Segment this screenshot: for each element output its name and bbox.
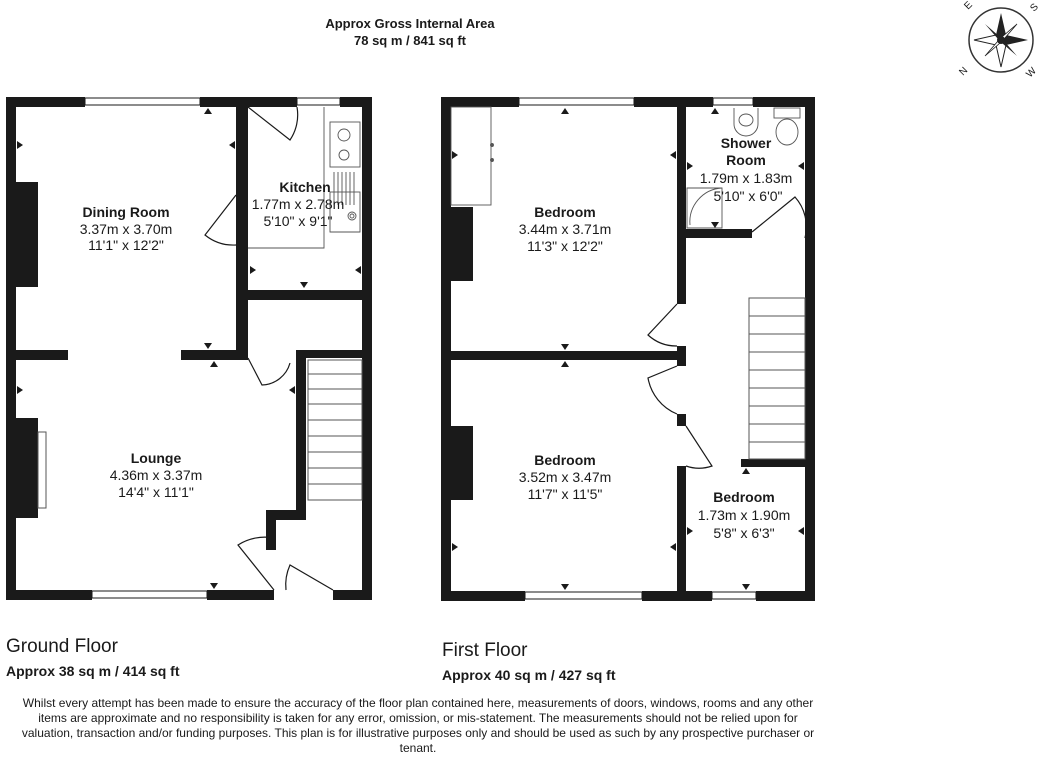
dining-room-imperial: 11'1" x 12'2" xyxy=(88,237,164,253)
wardrobe xyxy=(450,106,494,206)
compass-icon xyxy=(968,7,1034,73)
lounge-imperial: 14'4" x 11'1" xyxy=(118,484,194,500)
kitchen-metric: 1.77m x 2.78m xyxy=(252,196,345,212)
gross-area-title: Approx Gross Internal Area xyxy=(325,16,495,31)
first-floor-stairs xyxy=(748,297,806,460)
lounge-name: Lounge xyxy=(131,450,182,466)
bedroom-1-imperial: 11'3" x 12'2" xyxy=(527,238,603,254)
bedroom-3-metric: 1.73m x 1.90m xyxy=(698,507,791,523)
first-floor-windows xyxy=(518,97,757,600)
ground-floor-title: Ground Floor xyxy=(6,636,118,657)
compass-n-label: N xyxy=(957,65,970,78)
ground-floor-windows xyxy=(84,97,341,599)
shower-room-metric: 1.79m x 1.83m xyxy=(700,170,793,186)
shower-room-name-line1: Shower xyxy=(721,135,772,151)
ground-floor-stairs xyxy=(307,359,363,501)
ground-floor-area: Approx 38 sq m / 414 sq ft xyxy=(6,663,180,679)
first-floor-title: First Floor xyxy=(442,640,528,661)
compass-w-label: W xyxy=(1024,65,1039,80)
bedroom-3-imperial: 5'8" x 6'3" xyxy=(713,525,774,541)
first-floor-plan xyxy=(441,97,815,601)
bedroom-1-name: Bedroom xyxy=(534,204,595,220)
bedroom-2-imperial: 11'7" x 11'5" xyxy=(528,486,603,502)
shower-room-imperial: 5'10" x 6'0" xyxy=(714,188,783,204)
disclaimer-text: Whilst every attempt has been made to en… xyxy=(21,696,815,755)
kitchen-imperial: 5'10" x 9'1" xyxy=(264,213,333,229)
bedroom-3-name: Bedroom xyxy=(713,489,774,505)
lounge-metric: 4.36m x 3.37m xyxy=(110,467,203,483)
fireplace-hearth xyxy=(37,431,47,509)
ground-floor-dimension-markers xyxy=(17,108,361,589)
shower-room-fittings xyxy=(686,107,801,229)
ground-floor-doors xyxy=(204,106,334,591)
compass-s-label: S xyxy=(1028,1,1041,14)
ground-floor-plan xyxy=(6,97,372,600)
bedroom-1-metric: 3.44m x 3.71m xyxy=(519,221,612,237)
bedroom-2-metric: 3.52m x 3.47m xyxy=(519,469,612,485)
kitchen-name: Kitchen xyxy=(279,179,330,195)
shower-room-name-line2: Room xyxy=(726,152,766,168)
gross-area-value: 78 sq m / 841 sq ft xyxy=(354,33,467,48)
dining-room-metric: 3.37m x 3.70m xyxy=(80,221,173,237)
bedroom-2-name: Bedroom xyxy=(534,452,595,468)
first-floor-area: Approx 40 sq m / 427 sq ft xyxy=(442,667,616,683)
first-floor-doors xyxy=(647,196,807,469)
compass-e-label: E xyxy=(962,0,975,12)
first-floor-dimension-markers xyxy=(452,108,804,590)
dining-room-name: Dining Room xyxy=(82,204,169,220)
kitchen-fittings xyxy=(248,107,361,249)
